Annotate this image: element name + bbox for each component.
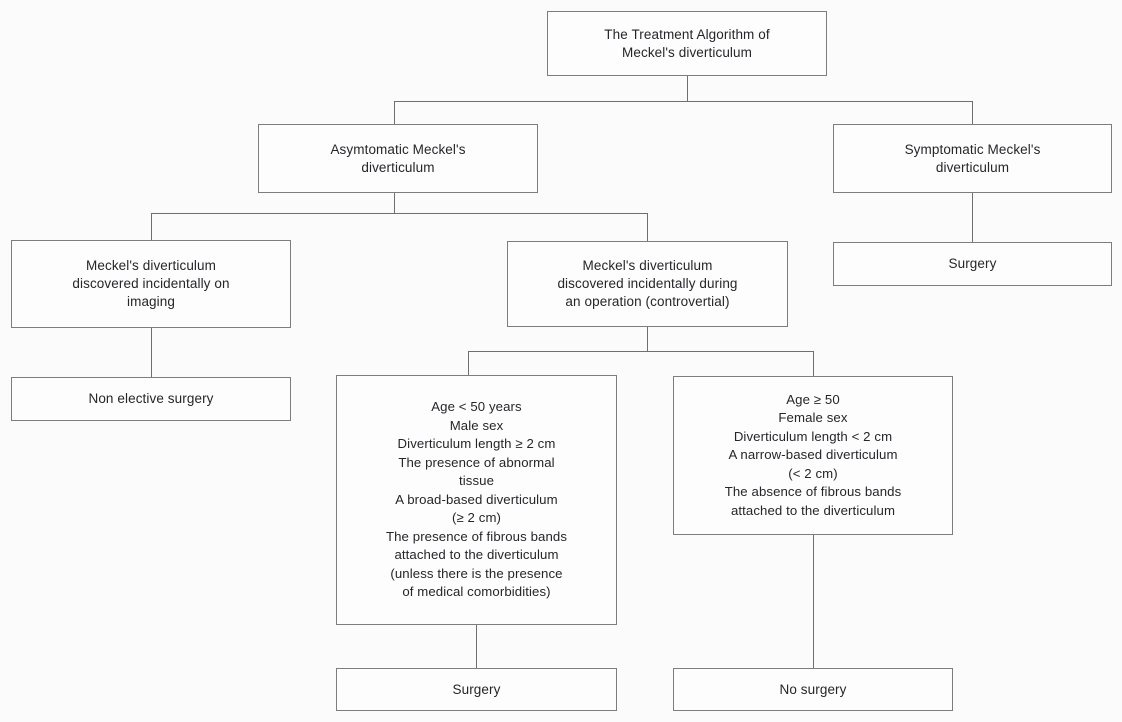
node-incidental-operation-label: Meckel's diverticulum discovered inciden… [557,258,738,309]
node-asymptomatic: Asymtomatic Meckel's diverticulum [258,124,538,193]
node-symptomatic: Symptomatic Meckel's diverticulum [833,124,1112,193]
node-root-label: The Treatment Algorithm of Meckel's dive… [604,26,770,60]
node-incidental-imaging-label: Meckel's diverticulum discovered inciden… [72,258,230,309]
connector-operation-stem [647,327,648,351]
connector-to-criteria-resect [468,351,469,375]
connector-root-stem [687,76,688,101]
node-criteria-no-resect-label: Age ≥ 50 Female sex Diverticulum length … [724,391,902,518]
connector-to-incidental-imaging [151,213,152,240]
connector-symptomatic-to-surgery [972,193,973,242]
node-non-elective-surgery-label: Non elective surgery [88,391,214,407]
node-symptomatic-surgery: Surgery [833,242,1112,286]
node-criteria-no-resect: Age ≥ 50 Female sex Diverticulum length … [673,376,953,535]
node-incidental-imaging: Meckel's diverticulum discovered inciden… [11,240,291,328]
node-outcome-surgery: Surgery [336,668,617,711]
node-outcome-no-surgery: No surgery [673,668,953,711]
connector-to-asymptomatic [394,101,395,124]
connector-to-symptomatic [972,101,973,124]
node-criteria-resect-label: Age < 50 years Male sex Diverticulum len… [385,399,568,600]
connector-criteria-bus [468,351,814,352]
connector-level2-bus [394,101,973,102]
node-outcome-surgery-label: Surgery [452,681,501,697]
connector-asymptomatic-stem [394,193,395,213]
connector-imaging-to-non-elective [151,328,152,377]
node-symptomatic-label: Symptomatic Meckel's diverticulum [904,141,1041,175]
node-incidental-operation: Meckel's diverticulum discovered inciden… [507,241,788,327]
connector-level3-bus [151,213,648,214]
node-asymptomatic-label: Asymtomatic Meckel's diverticulum [330,141,466,175]
connector-to-incidental-operation [647,213,648,241]
connector-to-criteria-no-resect [813,351,814,376]
node-root: The Treatment Algorithm of Meckel's dive… [547,11,827,76]
connector-criteria-resect-to-surgery [476,625,477,668]
node-outcome-no-surgery-label: No surgery [779,681,847,697]
node-non-elective-surgery: Non elective surgery [11,377,291,421]
node-symptomatic-surgery-label: Surgery [948,256,997,272]
connector-criteria-no-resect-to-no-surgery [813,535,814,668]
node-criteria-resect: Age < 50 years Male sex Diverticulum len… [336,375,617,625]
